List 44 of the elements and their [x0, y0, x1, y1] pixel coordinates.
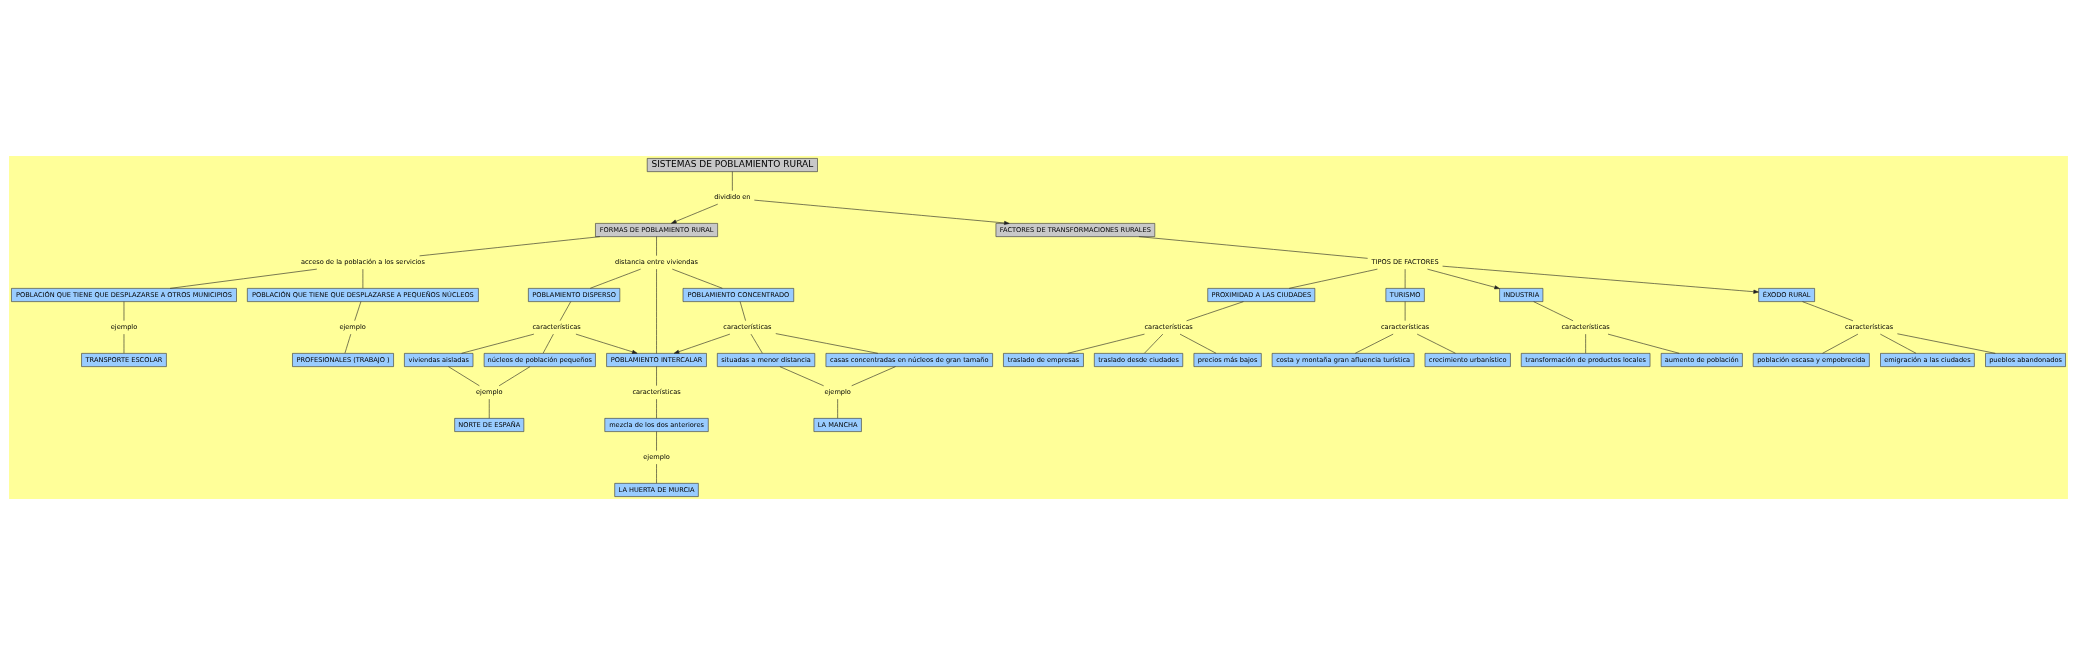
connector	[559, 301, 572, 321]
connector	[656, 366, 657, 386]
connector	[1288, 268, 1378, 289]
connector	[448, 366, 480, 387]
arrow	[671, 203, 719, 224]
connector	[656, 236, 657, 256]
arrow	[1427, 268, 1500, 290]
connector	[1354, 333, 1394, 354]
connector	[1138, 236, 1368, 259]
connector	[672, 268, 723, 289]
connector	[589, 268, 641, 289]
connector	[1880, 333, 1917, 354]
connector	[1416, 333, 1456, 354]
connector	[739, 301, 746, 321]
connector	[419, 236, 601, 257]
connector	[656, 398, 657, 419]
connector	[1897, 333, 1996, 354]
connector	[542, 333, 554, 354]
connector	[1404, 301, 1406, 321]
arrow	[673, 333, 731, 354]
connector	[1822, 333, 1859, 354]
arrow	[754, 199, 1010, 225]
connector	[1067, 333, 1145, 354]
connector	[1607, 333, 1680, 354]
connector	[775, 333, 879, 354]
connector	[1533, 301, 1574, 322]
connector	[851, 366, 896, 387]
connector	[1802, 301, 1854, 322]
connector	[354, 301, 362, 321]
arrow	[575, 333, 638, 354]
connector	[656, 431, 657, 451]
connector	[656, 463, 657, 484]
connector	[1186, 301, 1244, 322]
connector	[779, 366, 824, 387]
connector	[1144, 333, 1164, 354]
connector	[1179, 333, 1217, 354]
connector	[169, 268, 318, 289]
connector	[732, 171, 733, 191]
node-box: SISTEMAS DE POBLAMIENTO RURAL	[646, 158, 818, 172]
connector	[498, 366, 531, 387]
arrow	[1442, 265, 1759, 294]
connector	[461, 333, 535, 354]
connector	[123, 301, 125, 321]
connector	[656, 268, 657, 354]
